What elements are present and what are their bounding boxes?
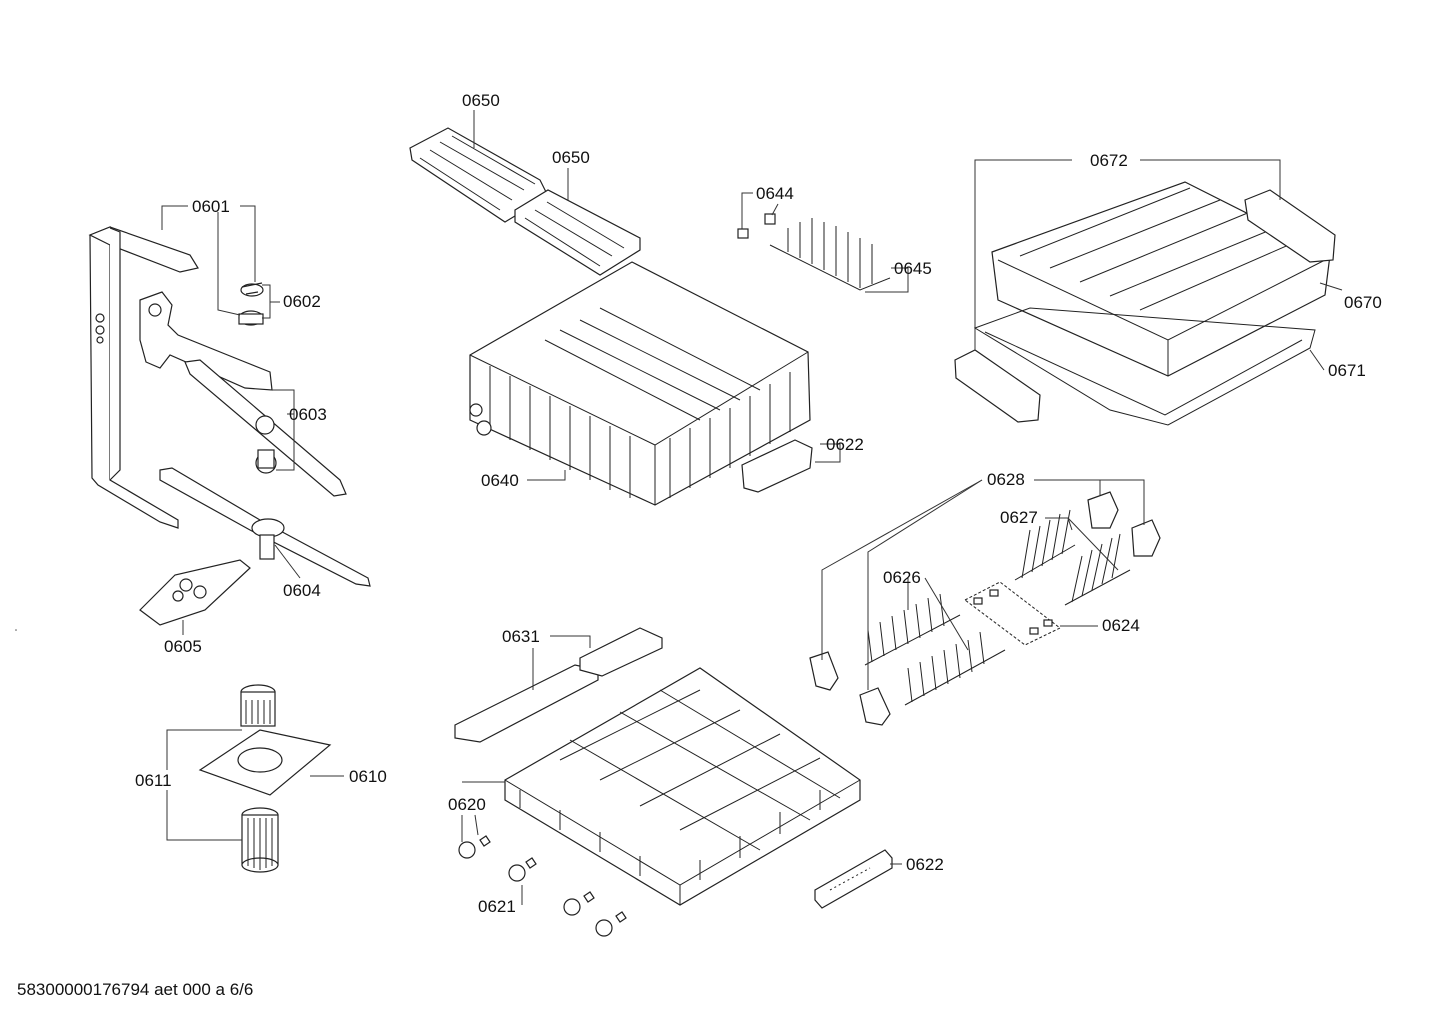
label-0626: 0626 xyxy=(883,568,921,587)
label-0622-lower: 0622 xyxy=(906,855,944,874)
label-0670: 0670 xyxy=(1344,293,1382,312)
drawer-rail-part xyxy=(973,307,1316,426)
label-0650-a: 0650 xyxy=(462,91,500,110)
label-0602: 0602 xyxy=(283,292,321,311)
label-0628: 0628 xyxy=(987,470,1025,489)
fine-filter-part xyxy=(241,807,279,873)
label-0620: 0620 xyxy=(448,795,486,814)
document-id-footer: 58300000176794 aet 000 a 6/6 xyxy=(17,980,254,999)
label-0621: 0621 xyxy=(478,897,516,916)
label-0610: 0610 xyxy=(349,767,387,786)
hinge-clip-part xyxy=(809,491,1161,726)
cutlery-insert-part-2 xyxy=(514,189,641,276)
label-0611: 0611 xyxy=(135,771,172,790)
label-0622-upper: 0622 xyxy=(826,435,864,454)
upper-spray-arm-part xyxy=(184,359,347,497)
label-0645: 0645 xyxy=(894,259,932,278)
label-0640: 0640 xyxy=(481,471,519,490)
label-0627: 0627 xyxy=(1000,508,1038,527)
label-0605: 0605 xyxy=(164,637,202,656)
lower-spray-arm-part xyxy=(159,467,371,587)
label-0624: 0624 xyxy=(1102,616,1140,635)
cutlery-drawer-part xyxy=(991,181,1331,377)
basket-wheel-part xyxy=(458,835,627,937)
folding-plate-rack-part xyxy=(864,593,1006,706)
spray-arm-holder-part xyxy=(139,291,273,391)
upper-basket-part xyxy=(469,261,811,506)
label-0601: 0601 xyxy=(192,197,230,216)
leader-lines xyxy=(161,110,1343,905)
part-labels: 0601 0602 0603 0604 0605 0611 0610 0650 … xyxy=(135,91,1382,916)
clip-part xyxy=(737,213,776,239)
lower-basket-part xyxy=(504,667,861,906)
label-0672: 0672 xyxy=(1090,151,1128,170)
label-0644: 0644 xyxy=(756,184,794,203)
basket-insert-part xyxy=(454,627,663,743)
spray-pipe-part xyxy=(88,226,199,529)
filter-cover-part xyxy=(139,559,251,626)
stray-dot xyxy=(15,629,17,631)
label-0604: 0604 xyxy=(283,581,321,600)
folding-tine-part xyxy=(1014,509,1131,606)
label-0650-b: 0650 xyxy=(552,148,590,167)
label-0603: 0603 xyxy=(289,405,327,424)
handle-part xyxy=(741,439,813,493)
label-0671: 0671 xyxy=(1328,361,1366,380)
label-0631: 0631 xyxy=(502,627,540,646)
cup-rack-part xyxy=(769,218,891,291)
small-clip-part xyxy=(964,581,1061,646)
micro-filter-part xyxy=(198,684,332,796)
basket-handle-part xyxy=(814,849,893,909)
impeller-part xyxy=(238,282,264,326)
